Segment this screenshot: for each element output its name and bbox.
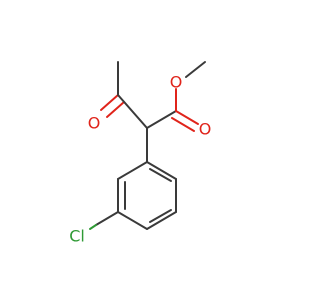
ring-bond-1-inner (149, 168, 172, 182)
bond-ketone-double-1 (100, 94, 119, 111)
ring-bond-1 (146, 161, 177, 180)
chlorine-label: Cl (69, 227, 85, 246)
bond-ester-double-1 (175, 110, 199, 125)
ring-bond-3 (146, 211, 177, 230)
structure-canvas: O O O Cl (69, 61, 212, 246)
molecule-diagram: O O O Cl (69, 61, 212, 246)
ester-oxygen-label: O (170, 73, 183, 92)
bond-ring-chlorine (95, 211, 119, 226)
bond-ketone-alpha (117, 94, 148, 129)
bond-ketone-double-2 (106, 101, 125, 118)
bond-chlorine-segment (89, 224, 97, 230)
bond-oxygen-methyl (185, 61, 206, 78)
ring-bond-4 (117, 211, 148, 230)
ring-bond-6 (117, 161, 148, 180)
carbonyl-oxygen-label: O (199, 120, 212, 139)
ring-bond-3-inner (149, 209, 172, 223)
ketone-oxygen-label: O (88, 114, 101, 133)
bond-ester-double-2 (171, 117, 195, 132)
bond-alpha-ester-carbon (146, 110, 177, 129)
